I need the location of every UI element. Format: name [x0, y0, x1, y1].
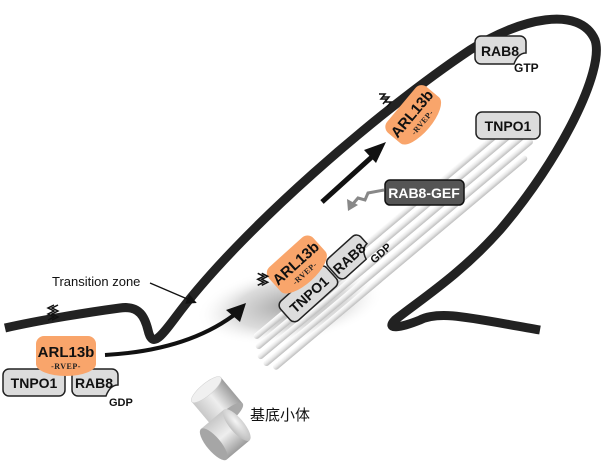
rab8-gtp-box — [474, 35, 527, 65]
arl13b-label: ARL13b — [38, 344, 95, 361]
rab8-nucleotide: GDP — [109, 397, 133, 409]
microtubule — [263, 138, 533, 367]
arrowhead-icon — [347, 199, 358, 211]
lipid-anchor-icon — [46, 304, 60, 321]
basal-body — [190, 376, 251, 461]
tnpo1-label: TNPO1 — [11, 375, 58, 391]
complex-base: TNPO1 RAB8 GDP ARL13b -RVEP- — [2, 304, 133, 409]
microtubule — [273, 155, 528, 370]
tnpo1-free-box — [475, 111, 541, 140]
axoneme — [253, 124, 533, 370]
rab8-gef-box — [384, 179, 465, 206]
tnpo1-free-label: TNPO1 — [485, 118, 532, 134]
lipid-anchor-icon — [256, 272, 270, 286]
transport-arrow-into-tz — [104, 310, 240, 357]
rab8-gtp-nucleotide: GTP — [514, 61, 539, 75]
gef-activation-arrow — [350, 188, 385, 206]
rvep-motif: -RVEP- — [51, 362, 81, 371]
rab8-gtp-label: RAB8 — [481, 43, 519, 59]
rab8-box — [325, 234, 369, 280]
arrowhead-icon — [226, 303, 246, 322]
arl13b-shape — [385, 85, 442, 145]
ciliary-membrane — [3, 14, 601, 344]
rab8-label: RAB8 — [75, 375, 113, 391]
transition-zone-pointer — [149, 282, 197, 304]
tnpo1-box — [2, 368, 66, 397]
basal-body-label: 基底小体 — [250, 406, 310, 424]
transport-arrow-into-cilium — [320, 153, 376, 204]
arl13b-shape — [36, 336, 96, 376]
rab8-gef-label: RAB8-GEF — [388, 185, 460, 201]
arl13b-ciliary: ARL13b -RVEP- — [385, 85, 442, 145]
arl13b-shape — [266, 235, 327, 294]
transition-zone-label: Transition zone — [52, 274, 140, 289]
lipid-anchor-icon — [379, 93, 393, 108]
arrowhead-icon — [364, 142, 386, 163]
